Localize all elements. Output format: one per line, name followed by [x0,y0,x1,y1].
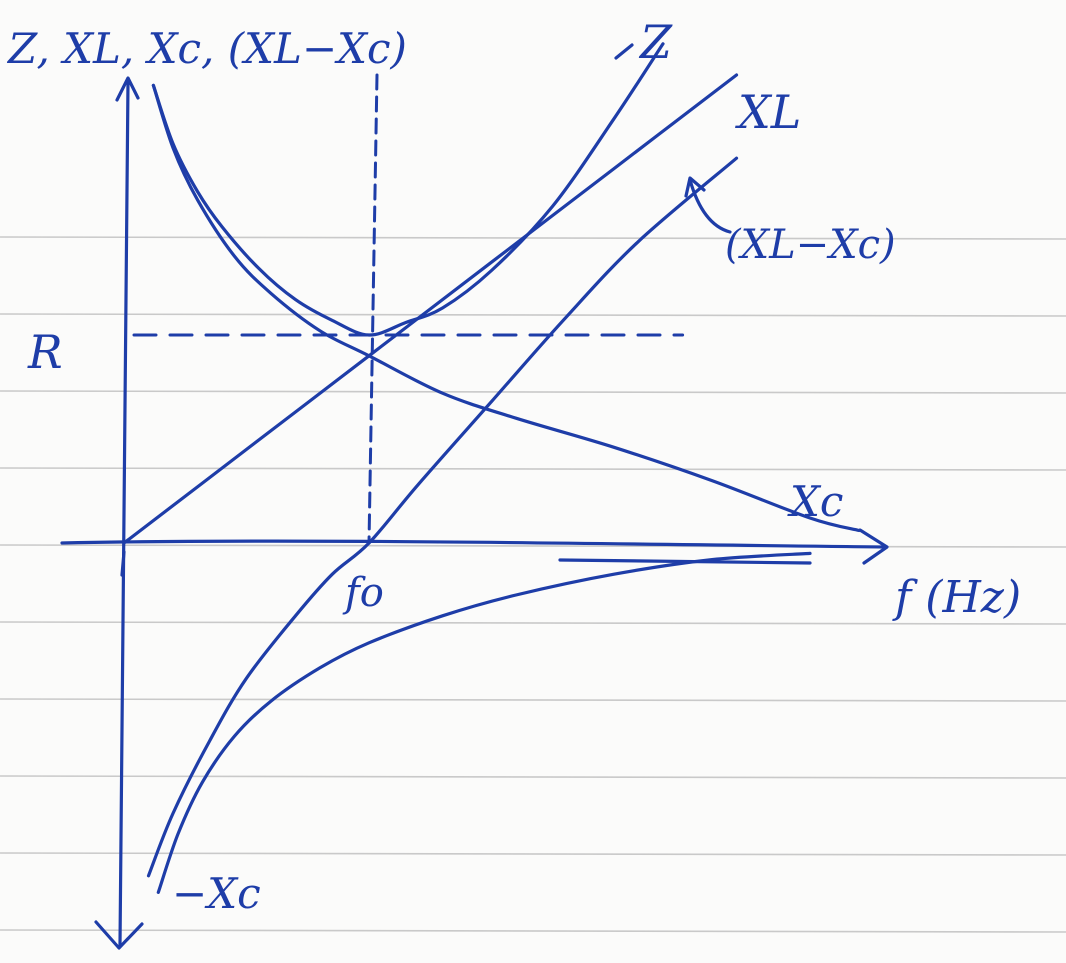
xc-curve [151,83,861,533]
xc-curve-label: Xc [787,477,843,526]
xl-minus-xc-curve-label: (XL−Xc) [725,222,896,268]
origin-tick [120,550,126,577]
ruled-line [0,852,1066,856]
ruled-line [0,544,1066,548]
curves [122,42,861,894]
xl-minus-xc-pointer-arrow [684,176,732,234]
y-axis-arrow-down [94,920,144,950]
resistance-label: R [27,325,63,379]
ruled-lines [0,236,1066,933]
ruled-line [0,775,1066,779]
ruled-line [0,698,1066,702]
ruled-line [0,313,1066,317]
x-axis-arrow [858,528,889,565]
xl-curve [122,73,739,545]
neg-xc-curve-label: −Xc [172,869,261,918]
xl-curve-label: XL [735,85,801,139]
ruled-line [0,390,1066,394]
y-axis-label: Z, XL, Xc, (XL−Xc) [6,24,407,73]
resonance-frequency-label: fo [342,570,384,616]
y-axis-arrow-up [115,76,140,102]
xl-minus-xc-curve [146,156,739,878]
ruled-line [0,467,1066,471]
neg-xc-curve [156,551,812,894]
y-axis [118,80,130,947]
z-curve-label: Z [638,15,673,69]
x-axis [60,539,887,549]
resonance-reference-line [367,73,379,545]
z-curve [151,42,665,337]
z-label-pointer [614,43,634,60]
ruled-line [0,929,1066,933]
ruled-line [0,621,1066,625]
ruled-line [0,236,1066,240]
x-axis-label: f (Hz) [892,572,1021,623]
